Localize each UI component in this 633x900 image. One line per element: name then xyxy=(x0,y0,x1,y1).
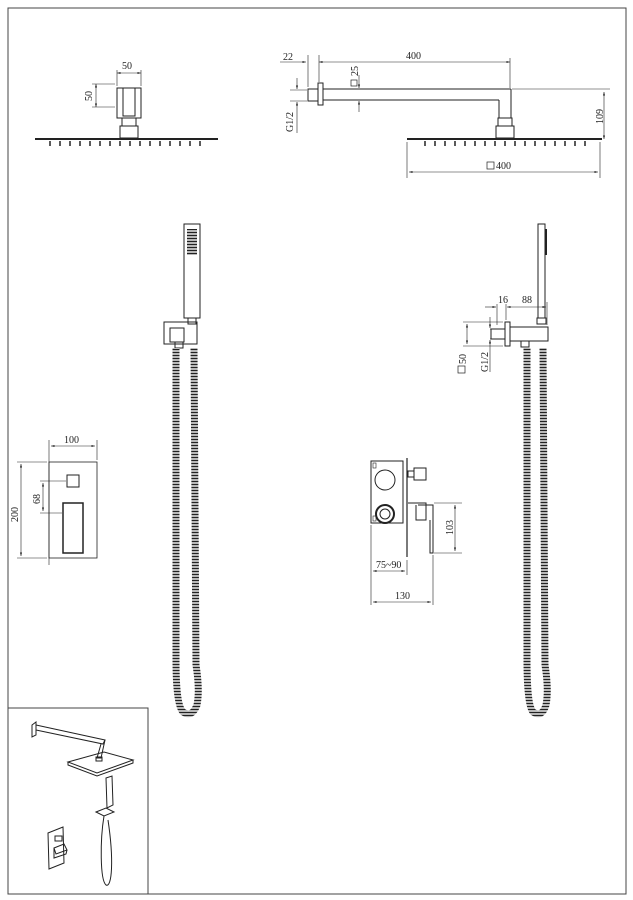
dim-drop-height: 109 xyxy=(595,109,606,124)
dim-arm-length: 400 xyxy=(406,51,421,62)
dim-handle-height: 103 xyxy=(445,520,456,535)
dim-arm-thread: G1/2 xyxy=(285,112,296,132)
dim-center-spacing: 68 xyxy=(32,494,43,504)
handshower-front-view xyxy=(163,223,202,718)
dim-plate-height: 200 xyxy=(10,507,21,522)
dim-arm-block-width: 50 xyxy=(122,61,132,72)
dim-install-depth: 75~90 xyxy=(376,560,401,571)
mixer-front-view xyxy=(17,440,98,565)
sheet-border xyxy=(7,7,627,895)
dim-arm-block-height: 50 xyxy=(84,91,95,101)
dim-outlet-projection: 88 xyxy=(522,295,532,306)
dim-overall-depth: 130 xyxy=(395,591,410,602)
dim-outlet-plate: 50 xyxy=(458,354,469,364)
perspective-inset xyxy=(7,707,149,895)
shower-arm-view xyxy=(280,55,610,178)
handshower-side-view xyxy=(457,223,551,718)
dim-outlet-flange: 16 xyxy=(498,295,508,306)
dim-flange-offset: 22 xyxy=(283,52,293,63)
mixer-side-view xyxy=(370,458,462,605)
dim-head-size: 400 xyxy=(496,161,511,172)
dim-arm-section: 25 xyxy=(350,66,361,76)
showerhead-side-view xyxy=(35,70,218,146)
dim-plate-width: 100 xyxy=(64,435,79,446)
dim-outlet-thread: G1/2 xyxy=(480,352,491,372)
